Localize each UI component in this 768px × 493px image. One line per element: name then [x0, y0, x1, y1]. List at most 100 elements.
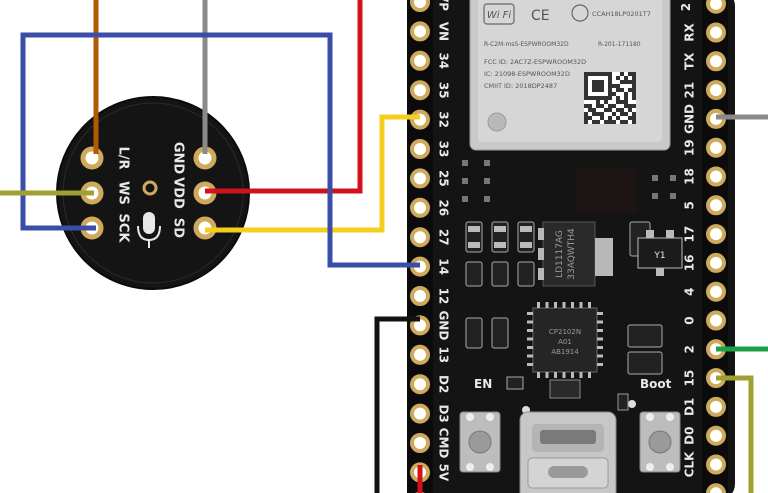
right-pin-hole — [706, 22, 726, 43]
left-pin-hole — [410, 80, 430, 101]
right-pin-label: 19 — [683, 139, 697, 156]
regulator-label-1: LD1117AG — [555, 230, 565, 278]
left-pin-label: 12 — [437, 288, 451, 305]
micro-usb-port[interactable] — [519, 411, 617, 493]
right-pin-label: 2 — [683, 345, 697, 353]
right-pin-label: D0 — [683, 427, 697, 445]
right-pin-hole — [706, 281, 726, 302]
left-pin-label: 32 — [437, 111, 451, 128]
left-pin-hole — [410, 168, 430, 189]
left-pin-hole — [410, 109, 430, 130]
right-pin-hole — [706, 166, 726, 187]
compliance-mark-icon — [571, 4, 589, 22]
right-pin-label: 16 — [683, 255, 697, 272]
left-pin-hole — [410, 139, 430, 159]
right-pin-label: 0 — [683, 316, 697, 324]
left-pin-label: D2 — [437, 375, 451, 393]
wire-vdd — [205, 0, 363, 194]
left-pin-label: 26 — [437, 199, 451, 216]
right-pin-label: GND — [683, 104, 697, 134]
right-pin-hole — [706, 137, 726, 158]
en-label: EN — [474, 377, 492, 391]
mic-sound-port — [142, 180, 158, 196]
right-pin-label-partial: 2 — [679, 3, 693, 11]
boot-button[interactable]: Boot — [639, 377, 681, 473]
left-pin-hole — [410, 21, 430, 42]
left-pin-label: 14 — [437, 258, 451, 275]
module-fcc-id: FCC ID: 2AC7Z-ESPWROOM32D — [484, 58, 586, 66]
module-cmiit-id: CMIIT ID: 2018DP2487 — [484, 82, 557, 90]
left-pin-label: VP — [437, 0, 451, 11]
mic-label-ws: WS — [116, 181, 131, 205]
status-leds — [522, 393, 636, 414]
right-pin-hole — [706, 454, 726, 475]
mic-label-lr: L/R — [116, 146, 131, 169]
wifi-logo — [483, 3, 515, 25]
module-cert-3: R-201-171180 — [598, 41, 641, 48]
left-pin-label: 5V — [437, 464, 451, 482]
right-pin-label: 18 — [683, 168, 697, 185]
module-pads — [462, 160, 676, 212]
left-pin-label: 35 — [437, 82, 451, 99]
voltage-regulator: LD1117AG 33AQWTH4 — [538, 221, 613, 287]
left-pin-hole — [410, 286, 430, 306]
crystal-y1: Y1 — [637, 230, 683, 276]
microphone-icon — [137, 212, 161, 248]
wire-sck — [20, 32, 420, 268]
usb-chip-label-3: AB1914 — [551, 348, 579, 356]
wroom-module: Wi Fi CE CCAH18LP0201T7 R-C2M-msS-ESPWRO… — [469, 0, 671, 151]
right-pin-label: 21 — [683, 82, 697, 99]
mic-label-gnd: GND — [171, 142, 186, 175]
module-mount-dot — [487, 112, 507, 132]
left-pin-label: CMD — [437, 428, 451, 459]
right-pin-label: TX — [683, 52, 697, 70]
usb-chip-label-2: A01 — [558, 338, 572, 346]
right-pin-hole — [706, 0, 726, 14]
right-pin-hole — [706, 224, 726, 245]
wire-board-gnd-left — [374, 316, 420, 493]
usb-esd-chip — [549, 379, 581, 399]
right-pin-label: CLK — [683, 451, 697, 477]
left-pin-label: D3 — [437, 404, 451, 422]
right-pin-hole — [706, 51, 726, 72]
right-pin-hole — [706, 396, 726, 417]
left-pin-hole — [410, 344, 430, 365]
left-pin-hole — [410, 403, 430, 424]
right-pin-hole — [706, 252, 726, 273]
regulator-label-2: 33AQWTH4 — [567, 228, 577, 280]
mic-label-sck: SCK — [116, 214, 131, 244]
left-pin-label: 34 — [437, 52, 451, 69]
mic-label-vdd: VDD — [171, 177, 186, 209]
wire-pin15 — [716, 375, 754, 493]
left-pin-hole — [410, 227, 430, 248]
right-pin-label: 15 — [683, 370, 697, 387]
module-ic-id: IC: 21098-ESPWROOM32D — [484, 70, 570, 78]
left-pin-hole — [410, 50, 430, 71]
right-pin-hole — [706, 195, 726, 216]
module-cert-2: R-C2M-msS-ESPWROOM32D — [484, 41, 569, 48]
left-pin-hole — [410, 374, 430, 395]
right-pin-label: 17 — [683, 226, 697, 243]
left-pin-label: 25 — [437, 170, 451, 187]
right-pin-hole — [706, 425, 726, 446]
mic-label-sd: SD — [171, 218, 186, 238]
left-pin-hole — [410, 0, 430, 12]
usb-chip-label-1: CP2102N — [549, 328, 581, 336]
wire-sd — [205, 114, 420, 233]
en-button[interactable]: EN — [459, 376, 524, 473]
ce-mark: CE — [531, 8, 550, 24]
right-pin-hole — [706, 483, 726, 493]
left-pin-hole — [410, 197, 430, 218]
right-pin-hole — [706, 310, 726, 331]
right-pin-label: RX — [683, 23, 697, 42]
usb-bridge-chip: CP2102N A01 AB1914 — [527, 302, 603, 378]
boot-label: Boot — [640, 377, 672, 391]
right-header — [702, 0, 728, 493]
left-pin-label: 27 — [437, 229, 451, 246]
left-pin-label: VN — [437, 22, 451, 41]
